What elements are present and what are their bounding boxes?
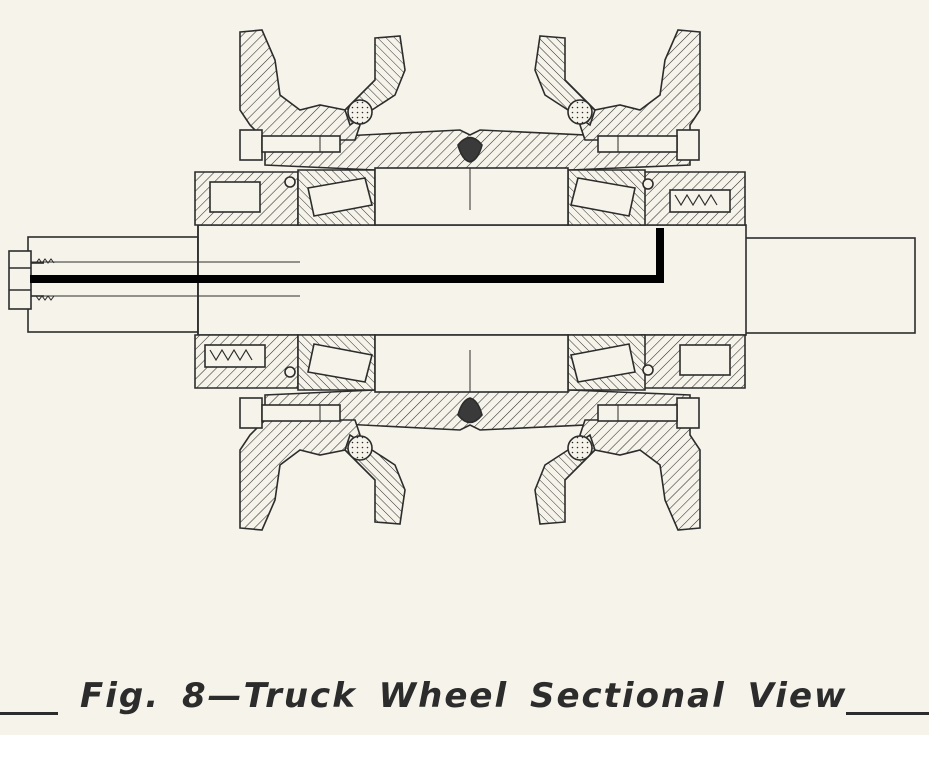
bearing-lower-left	[297, 334, 376, 391]
caption-rule-left	[0, 712, 58, 715]
caption-rule-right	[846, 712, 929, 715]
rim-tread	[347, 99, 593, 461]
oil-passage	[30, 228, 664, 283]
wheel-flange-lower-left	[239, 419, 406, 531]
center-weld	[457, 136, 483, 424]
figure-caption: Fig. 8—Truck Wheel Sectional View	[80, 676, 848, 716]
bolt-upper-left	[239, 129, 341, 161]
bolt-upper-right	[597, 129, 700, 161]
truck-wheel-sectional-drawing	[8, 29, 916, 531]
bearing-upper-right	[567, 169, 646, 226]
bearing-upper-left	[297, 169, 376, 226]
retainer-rings	[284, 176, 654, 378]
seal-housing-right	[639, 171, 746, 389]
wheel-flange-upper-left	[239, 29, 406, 141]
figure-page: Fig. 8—Truck Wheel Sectional View	[0, 0, 929, 735]
bolt-lower-right	[597, 397, 700, 429]
caption-row: Fig. 8—Truck Wheel Sectional View	[0, 670, 929, 730]
bearing-lower-right	[567, 334, 646, 391]
spacer-sleeve	[374, 167, 569, 393]
seal-housing-left	[194, 171, 299, 389]
thread-detail	[35, 258, 55, 301]
wheel-flange-upper-right	[534, 29, 701, 141]
wheel-flange-lower-right	[534, 419, 701, 531]
bolt-lower-left	[239, 397, 341, 429]
